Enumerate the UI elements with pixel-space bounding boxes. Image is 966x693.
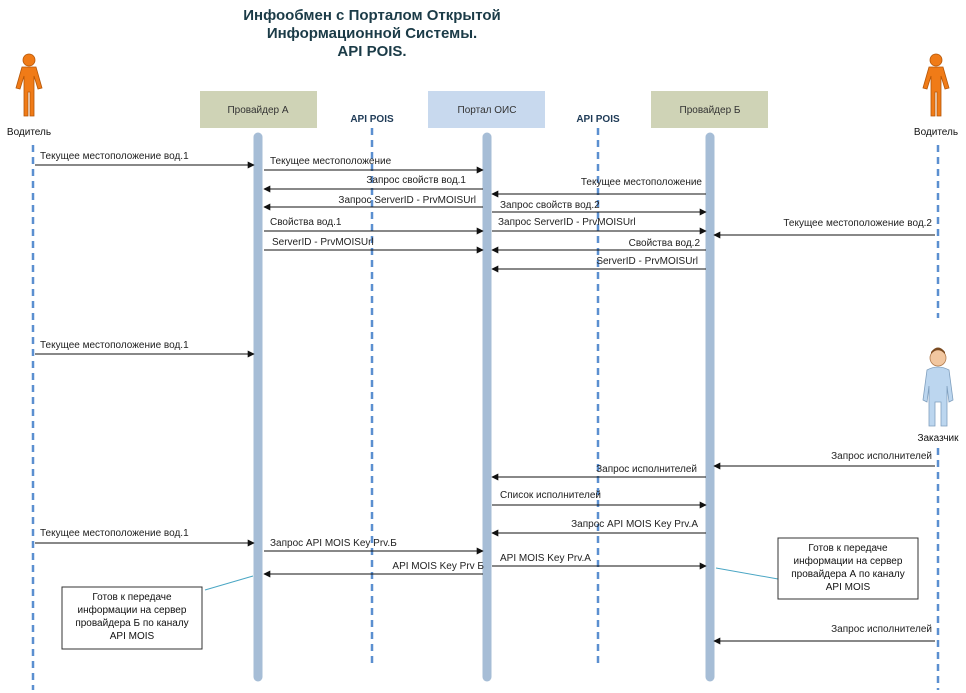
portal-box [428,91,545,128]
customer-label: Заказчик [917,433,959,444]
msg-20-label: API MOIS Key Prv.A [500,553,591,564]
driver-left-label: Водитель [7,127,51,138]
note-left-line-3: провайдера Б по каналу [75,618,188,629]
diagram-title-line-2: Информационной Системы. [267,25,477,42]
msg-9-label: Текущее местоположение вод.2 [783,218,932,229]
customer-icon [922,347,954,427]
msg-1-label: Текущее местоположение вод.1 [40,151,189,162]
portal-label: Портал ОИС [458,105,517,116]
note-left-line-4: API MOIS [110,631,155,642]
note-left-box [61,586,203,650]
diagram-title-line-3: API POIS. [337,43,406,60]
driver-right-icon [922,53,950,117]
provider-b-box [651,91,768,128]
msg-12-label: ServerID - PrvMOISUrl [596,256,698,267]
msg-4-label: Текущее местоположение [581,177,703,188]
msg-15-label: Запрос исполнителей [596,464,697,475]
msg-14-label: Запрос исполнителей [831,451,932,462]
driver-left-icon [15,53,43,117]
msg-19-label: Запрос API MOIS Key Prv.Б [270,538,397,549]
msg-21-label: API MOIS Key Prv Б [392,561,484,572]
driver-right-label: Водитель [914,127,958,138]
note-left-line-1: Готов к передаче [92,592,172,603]
msg-16-label: Список исполнителей [500,490,601,501]
msg-6-label: Запрос свойств вод.2 [500,200,600,211]
provider-a-label: Провайдер А [227,105,288,116]
msg-17-label: Запрос API MOIS Key Prv.A [571,519,698,530]
api-pois-left-label: API POIS [350,114,394,125]
note-right-box [777,537,919,600]
msg-11-label: Свойства вод.2 [629,238,701,249]
api-pois-right-label: API POIS [576,114,620,125]
msg-18-label: Текущее местоположение вод.1 [40,528,189,539]
provider-b-label: Провайдер Б [680,105,741,116]
msg-7-label: Свойства вод.1 [270,217,342,228]
msg-10-label: ServerID - PrvMOISUrl [272,237,374,248]
note-left-connector [204,575,254,591]
note-right-connector [715,567,779,580]
msg-5-label: Запрос ServerID - PrvMOISUrl [338,195,476,206]
msg-13-label: Текущее местоположение вод.1 [40,340,189,351]
diagram-title-line-1: Инфообмен с Порталом Открытой [243,7,501,24]
provider-a-box [200,91,317,128]
msg-2-label: Текущее местоположение [270,156,392,167]
msg-3-label: Запрос свойств вод.1 [366,175,466,186]
message-arrows [35,161,935,645]
note-left-line-2: информации на сервер [78,604,187,616]
note-right-line-4: API MOIS [826,582,871,593]
msg-22-label: Запрос исполнителей [831,624,932,635]
note-right-line-2: информации на сервер [794,555,903,567]
note-right-line-3: провайдера А по каналу [791,569,904,580]
msg-8-label: Запрос ServerID - PrvMOISUrl [498,217,636,228]
note-right-line-1: Готов к передаче [808,543,888,554]
